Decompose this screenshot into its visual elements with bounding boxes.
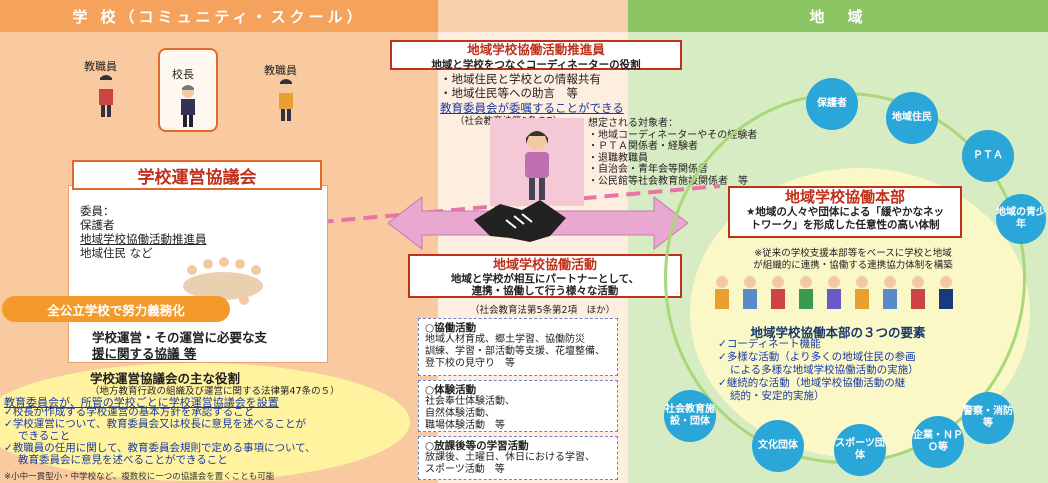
council-title: 学校運営協議会 [72, 160, 322, 190]
hq-description-line: ★地域の人々や団体による「緩やかなネッ [745, 206, 945, 218]
activity-law: （社会教育法第5条第2項 ほか） [470, 305, 616, 316]
coordinator-portrait [490, 118, 584, 206]
handshake-icon [474, 200, 566, 242]
activity-subtitle-line: 連携・協働して行う様々な活動 [471, 285, 619, 297]
role-item: 教職員の任用に関して、教育委員会規則で定める事項について、 [4, 442, 414, 454]
hq-note-line: が組織的に連携・協働する連携協力体制を構築 [753, 260, 953, 271]
node-social-education: 社会教育施設・団体 [664, 390, 716, 442]
target-item: ・ＰＴＡ関係者・経験者 [588, 141, 698, 152]
activity-box-line: 職場体験活動 等 [425, 420, 505, 431]
principal-person-icon [181, 85, 195, 127]
role-item-continued: できること [18, 430, 71, 442]
element-item-continued: による多様な地域学校協働活動の実施） [730, 364, 919, 376]
targets-label: 想定される対象者： [588, 118, 678, 129]
hq-title-box: 地域学校協働本部 ★地域の人々や団体による「緩やかなネッ トワーク」を形成した任… [728, 186, 962, 238]
role-item-continued: 教育委員会に意見を述べることができること [18, 454, 228, 466]
node-guardians: 保護者 [806, 78, 858, 130]
roles-note: ※小中一貫型小・中学校など、複数校に一つの協議会を置くことも可能 [4, 472, 275, 482]
node-police-fire: 警察・消防等 [962, 392, 1014, 444]
staff-right-label: 教職員 [264, 64, 297, 77]
node-sports: スポーツ団体 [834, 424, 886, 476]
activity-title-box: 地域学校協働活動 地域と学校が相互にパートナーとして、 連携・協働して行う様々な… [408, 254, 682, 298]
roles-law: （地方教育行政の組織及び運営に関する法律第47条の５） [90, 386, 340, 397]
coordinator-title: 地域学校協働活動推進員 [467, 42, 605, 57]
activity-box-heading: ○協働活動 [425, 322, 477, 334]
coordinator-subtitle: 地域と学校をつなぐコーディネーターの役割 [431, 59, 641, 71]
hq-note-line: ※従来の学校支援本部等をベースに学校と地域 [754, 248, 952, 259]
school-header: 学 校（コミュニティ・スクール） [0, 0, 438, 32]
coordinator-roles: ・地域住民と学校との情報共有 ・地域住民等への助言 等 [440, 72, 601, 100]
node-residents: 地域住民 [886, 92, 938, 144]
target-item: ・公民館等社会教育施設関係者 等 [588, 175, 748, 187]
activity-box-experience: ○体験活動 社会奉仕体験活動、 自然体験活動、 職場体験活動 等 [418, 380, 618, 432]
activity-box-collaboration: ○協働活動 地域人材育成、郷土学習、協働防災 訓練、学習・部活動等支援、花壇整備… [418, 318, 618, 376]
consult-line: 学校運営・その運営に必要な支 [92, 330, 268, 345]
activity-box-heading: ○放課後等の学習活動 [425, 440, 529, 452]
role-item: 学校運営について、教育委員会又は校長に意見を述べることが [4, 418, 414, 430]
region-header: 地 域 [628, 0, 1048, 32]
community-people-illustration [715, 276, 953, 309]
node-companies-npo: 企業・ＮＰＯ等 [912, 416, 964, 468]
coordinator-appoint: 教育委員会が委嘱することができる [440, 101, 624, 115]
elements-title: 地域学校協働本部の３つの要素 [750, 325, 926, 340]
activity-box-afterschool: ○放課後等の学習活動 放課後、土曜日、休日における学習、 スポーツ活動 等 [418, 436, 618, 480]
staff-person-icon [99, 75, 113, 117]
hq-title: 地域学校協働本部 [784, 188, 905, 206]
element-item: 継続的な活動（地域学校協働活動の継 [718, 377, 968, 390]
role-item: 校長が作成する学校運営の基本方針を承認すること [4, 406, 414, 418]
target-item: ・自治会・青年会等関係者 [588, 164, 708, 175]
activity-subtitle-line: 地域と学校が相互にパートナーとして、 [450, 273, 640, 285]
node-pta: ＰＴＡ [962, 130, 1014, 182]
staff-person-icon [279, 79, 293, 121]
activity-title: 地域学校協働活動 [492, 258, 597, 273]
member-item: 地域住民 など [80, 246, 153, 260]
node-culture: 文化団体 [752, 420, 804, 472]
activity-box-line: スポーツ活動 等 [425, 464, 505, 475]
council-consult-text: 学校運営・その運営に必要な支 援に関する協議 等 [92, 330, 292, 362]
target-item: ・地域コーディネーターやその経験者 [588, 129, 758, 141]
activity-box-line: 自然体験活動、 [425, 408, 495, 419]
council-member-list: 委員： 保護者 地域学校協働活動推進員 地域住民 など [80, 204, 207, 260]
activity-box-line: 訓練、学習・部活動等支援、花壇整備、 [425, 346, 605, 357]
middle-header-band [438, 0, 628, 32]
coordinator-title-box: 地域学校協働活動推進員 地域と学校をつなぐコーディネーターの役割 [390, 40, 682, 71]
node-youth: 地域の青少年 [996, 194, 1046, 244]
activity-box-line: 社会奉仕体験活動、 [425, 396, 515, 407]
member-item: 地域学校協働活動推進員 [80, 232, 207, 246]
member-item: 保護者 [80, 218, 115, 232]
principal-label: 校長 [172, 68, 194, 81]
hq-note: ※従来の学校支援本部等をベースに学校と地域 が組織的に連携・協働する連携協力体制… [728, 248, 978, 272]
element-item-continued: 続的・安定的実施） [730, 390, 825, 402]
element-item: 多様な活動（より多くの地域住民の参画 [718, 351, 968, 364]
staff-left-label: 教職員 [84, 60, 117, 73]
coordinator-role: ・地域住民と学校との情報共有 [440, 72, 601, 86]
coordination-link-line [209, 184, 721, 234]
coordinator-targets: 想定される対象者： ・地域コーディネーターやその経験者 ・ＰＴＡ関係者・経験者 … [588, 118, 757, 187]
coordinator-role: ・地域住民等への助言 等 [440, 86, 578, 100]
element-item: コーディネート機能 [718, 338, 968, 351]
roles-title: 学校運営協議会の主な役割 [90, 371, 241, 386]
target-item: ・退職教職員 [588, 152, 648, 164]
activity-box-heading: ○体験活動 [425, 384, 477, 396]
activity-box-line: 地域人材育成、郷土学習、協働防災 [425, 334, 585, 345]
activity-box-line: 登下校の見守り 等 [425, 358, 515, 369]
activity-box-line: 放課後、土曜日、休日における学習、 [425, 452, 595, 463]
members-label: 委員： [80, 204, 115, 218]
hq-description-line: トワーク」を形成した任意性の高い体制 [750, 219, 940, 231]
consult-line: 援に関する協議 等 [92, 346, 197, 361]
obligation-badge: 全公立学校で努力義務化 [2, 296, 230, 322]
coordinator-person-icon [525, 130, 549, 200]
